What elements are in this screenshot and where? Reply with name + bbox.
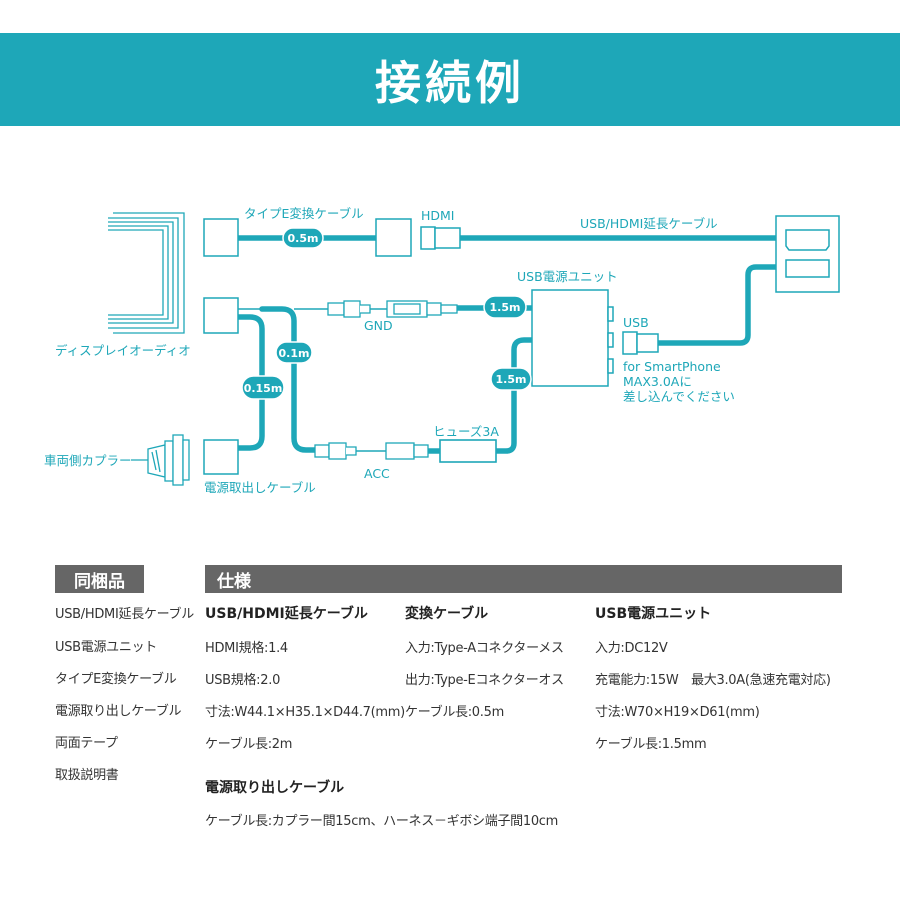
contents-item: タイプE変換ケーブル bbox=[55, 672, 177, 687]
port-panel bbox=[775, 215, 840, 293]
display-audio-icon bbox=[108, 212, 185, 334]
contents-title: 同梱品 bbox=[74, 571, 125, 592]
spec-line: 入力:Type-Aコネクターメス bbox=[405, 641, 564, 656]
spec-line: 出力:Type-Eコネクターオス bbox=[405, 673, 564, 688]
spec-line: ケーブル長:2m bbox=[205, 737, 293, 752]
spec-line: 充電能力:15W 最大3.0A(急速充電対応) bbox=[595, 673, 831, 688]
spec-heading-conversion: 変換ケーブル bbox=[405, 606, 489, 622]
length-badge bbox=[490, 367, 532, 391]
connector-display-power bbox=[203, 297, 239, 334]
label-fuse: ヒューズ3A bbox=[433, 424, 499, 439]
spec-line: 寸法:W70×H19×D61(mm) bbox=[595, 705, 760, 720]
acc-terminal bbox=[314, 442, 429, 460]
label-plug-in: 差し込んでください bbox=[623, 389, 735, 404]
spec-line: ケーブル長:0.5m bbox=[405, 705, 504, 720]
label-usb: USB bbox=[623, 315, 649, 330]
hdmi-plug bbox=[420, 226, 436, 250]
label-hdmi: HDMI bbox=[421, 208, 455, 223]
label-display-audio: ディスプレイオーディオ bbox=[55, 343, 191, 358]
label-usb-power-unit: USB電源ユニット bbox=[517, 269, 618, 284]
contents-item: 取扱説明書 bbox=[55, 768, 119, 783]
spec-line: 寸法:W44.1×H35.1×D44.7(mm) bbox=[205, 705, 405, 720]
spec-heading-power-unit: USB電源ユニット bbox=[595, 606, 712, 622]
usb-plug bbox=[622, 331, 638, 355]
vehicle-coupler-icon bbox=[131, 434, 190, 486]
spec-heading-usb-hdmi: USB/HDMI延長ケーブル bbox=[205, 606, 368, 622]
contents-item: USB/HDMI延長ケーブル bbox=[55, 607, 194, 622]
spec-line: ケーブル長:カプラー間15cm、ハーネス－ギボシ端子間10cm bbox=[205, 814, 559, 829]
fuse-box bbox=[439, 439, 497, 463]
label-type-e-cable: タイプE変換ケーブル bbox=[244, 206, 364, 221]
label-acc: ACC bbox=[364, 466, 390, 481]
cable-usb-to-port bbox=[655, 264, 779, 346]
spec-line: ケーブル長:1.5mm bbox=[595, 737, 707, 752]
label-usb-hdmi-cable: USB/HDMI延長ケーブル bbox=[580, 216, 718, 231]
connection-diagram: 0.5m 1.5m 0.1m 0.15m 1.5m タイプE変換ケーブル HDM… bbox=[44, 206, 840, 495]
connector-vehicle bbox=[203, 439, 239, 475]
contents-item: USB電源ユニット bbox=[55, 640, 157, 655]
gnd-terminal bbox=[327, 300, 458, 318]
title-banner: 接続例 bbox=[0, 33, 900, 126]
label-max-current: MAX3.0Aに bbox=[623, 374, 692, 389]
length-label: 0.15m bbox=[244, 382, 283, 395]
connector-display-top bbox=[203, 218, 239, 257]
usb-power-unit bbox=[531, 289, 609, 387]
length-badge bbox=[241, 375, 285, 400]
label-vehicle-coupler: 車両側カプラー bbox=[44, 453, 132, 468]
length-label: 0.5m bbox=[288, 232, 319, 245]
length-label: 1.5m bbox=[496, 373, 527, 386]
page-title: 接続例 bbox=[375, 55, 525, 110]
spec-heading-power-cable: 電源取り出しケーブル bbox=[205, 780, 345, 796]
spec-line: 入力:DC12V bbox=[595, 641, 668, 656]
spec-line: HDMI規格:1.4 bbox=[205, 641, 288, 656]
spec-line: USB規格:2.0 bbox=[205, 673, 281, 688]
connector-type-e-end bbox=[375, 218, 412, 257]
cable-branch bbox=[259, 306, 318, 453]
length-label: 1.5m bbox=[490, 301, 521, 314]
spec-header: 仕様 bbox=[205, 565, 842, 593]
length-badge bbox=[282, 227, 324, 249]
contents-item: 電源取り出しケーブル bbox=[55, 704, 182, 719]
contents-header: 同梱品 bbox=[55, 565, 144, 593]
cable-fuse-to-unit bbox=[493, 337, 535, 454]
length-badge bbox=[275, 341, 313, 364]
length-badge bbox=[483, 295, 527, 319]
spec-title: 仕様 bbox=[217, 571, 251, 592]
label-gnd: GND bbox=[364, 318, 393, 333]
label-power-cable: 電源取出しケーブル bbox=[204, 480, 316, 495]
contents-item: 両面テープ bbox=[55, 736, 118, 751]
label-for-smartphone: for SmartPhone bbox=[623, 359, 721, 374]
length-label: 0.1m bbox=[279, 347, 310, 360]
